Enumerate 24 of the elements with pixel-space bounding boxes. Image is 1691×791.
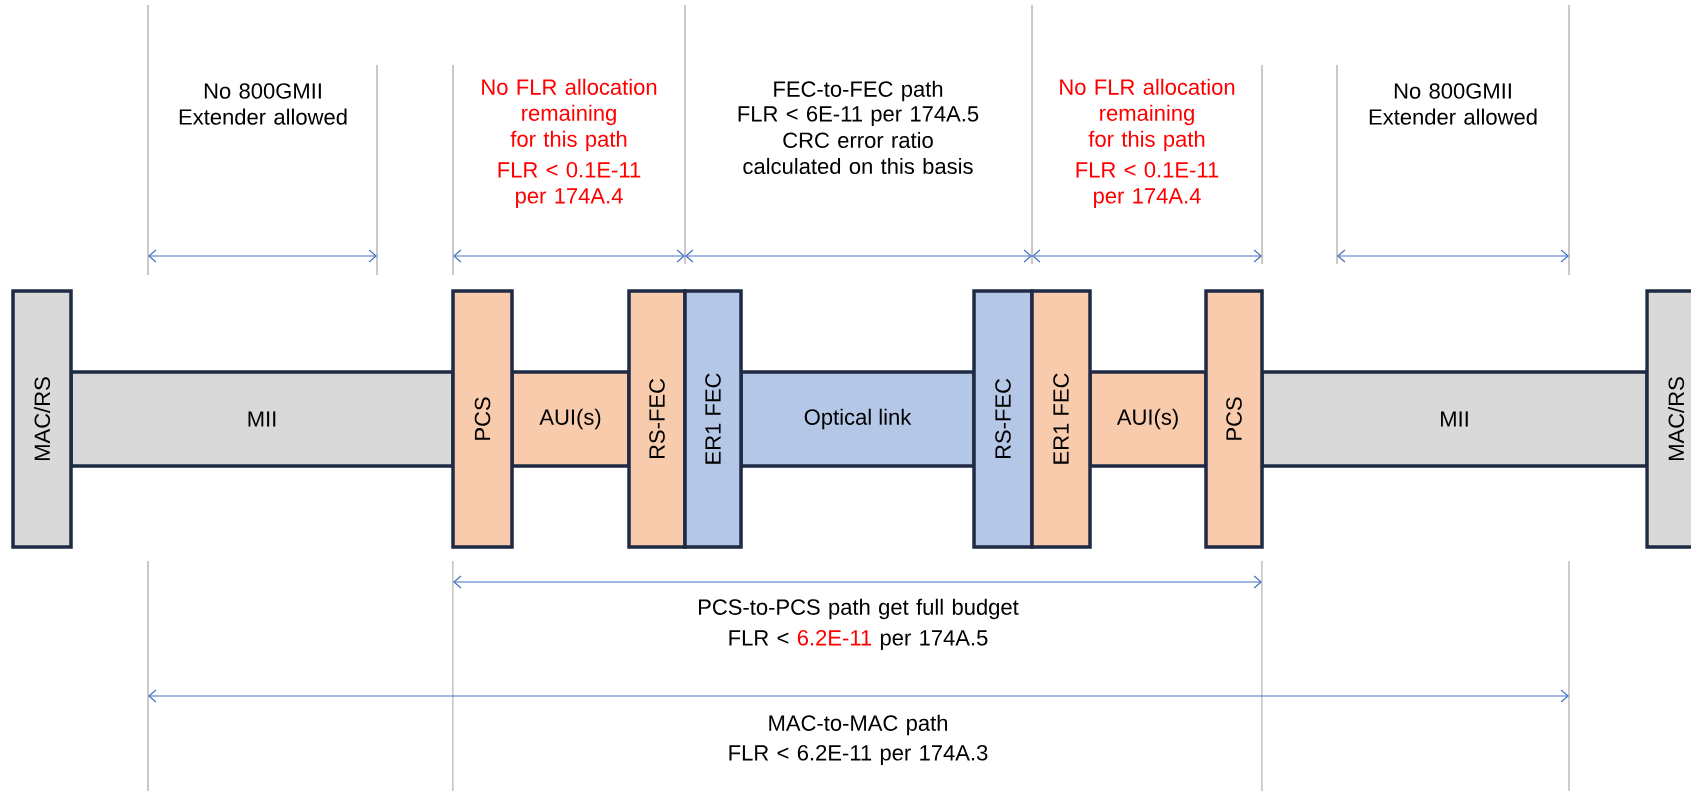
layer-box: ER1 FEC (683, 289, 743, 549)
annotation-text: FEC-to-FEC path (774, 80, 943, 102)
annotation-text: No FLR allocation remaining for this path (482, 78, 657, 152)
layer-box: PCS (451, 289, 514, 549)
layer-box: PCS (1204, 289, 1264, 549)
annotation-text: FLR < 0.1E-11 per 174A.4 (1076, 162, 1219, 208)
annotation-text: FLR < 6E-11 per 174A.5 (738, 106, 979, 126)
annotation-text: FLR < 0.1E-11 per 174A.4 (498, 162, 641, 208)
link-bar: AUI(s) (1088, 370, 1208, 468)
annotation-text: MAC-to-MAC path (769, 714, 947, 736)
annotation-text: CRC error ratio calculated on this basis (743, 131, 973, 175)
layer-box: MAC/RS (1645, 289, 1691, 549)
annotation-text: No FLR allocation remaining for this path (1060, 78, 1235, 152)
layer-box: ER1 FEC (1030, 289, 1092, 549)
layer-box: RS-FEC (972, 289, 1034, 549)
annotation-text: PCS-to-PCS path get full budget (699, 598, 1019, 620)
annotation-text: FLR < 6.2E-11 per 174A.3 (729, 745, 988, 765)
annotation-text: No 800GMII Extender allowed (179, 83, 347, 125)
annotation-text: FLR < 6.2E-11 per 174A.5 (729, 630, 988, 650)
link-bar: AUI(s) (510, 370, 631, 468)
layer-box: MAC/RS (11, 289, 73, 549)
link-bar: Optical link (739, 370, 976, 468)
layer-box: RS-FEC (627, 289, 687, 549)
annotation-text: No 800GMII Extender allowed (1369, 83, 1537, 125)
